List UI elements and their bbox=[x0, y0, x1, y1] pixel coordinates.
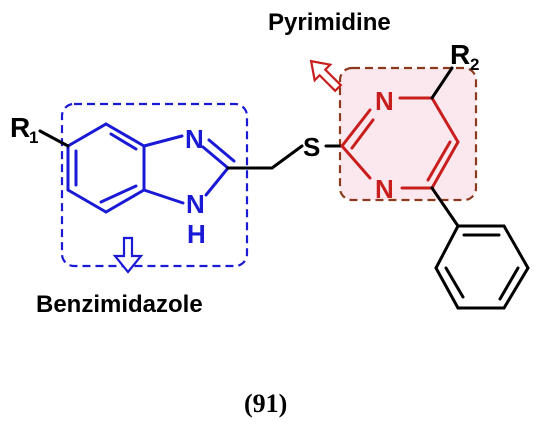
compound-number: (91) bbox=[244, 389, 287, 418]
sulfur-label: S bbox=[303, 132, 320, 162]
imidazole-nh-h-label: H bbox=[187, 219, 206, 249]
pyrimidine-bonds bbox=[340, 96, 460, 190]
r2-bond bbox=[430, 66, 454, 100]
methylene-linker-bonds bbox=[226, 144, 344, 170]
benzimidazole-arrow-icon bbox=[112, 236, 144, 274]
benzimidazole-title: Benzimidazole bbox=[36, 291, 203, 318]
pyrimidine-highlight-box bbox=[338, 66, 478, 202]
pyrimidine-n-bottom-label: N bbox=[375, 174, 394, 204]
r1-label: R bbox=[10, 112, 30, 143]
phenyl-ring-bonds bbox=[430, 186, 530, 310]
pyrimidine-arrow-icon bbox=[309, 59, 343, 93]
imidazole-nh-n-label: N bbox=[186, 189, 205, 219]
r1-bond bbox=[38, 129, 70, 148]
r1-subscript: 1 bbox=[29, 128, 38, 147]
benzimidazole-highlight-box bbox=[60, 102, 249, 268]
r2-label: R bbox=[450, 39, 470, 70]
r2-subscript: 2 bbox=[470, 55, 479, 74]
benzimidazole-bonds bbox=[66, 122, 236, 214]
imidazole-n-label: N bbox=[185, 124, 204, 154]
pyrimidine-title: Pyrimidine bbox=[268, 9, 391, 36]
pyrimidine-n-top-label: N bbox=[375, 86, 394, 116]
